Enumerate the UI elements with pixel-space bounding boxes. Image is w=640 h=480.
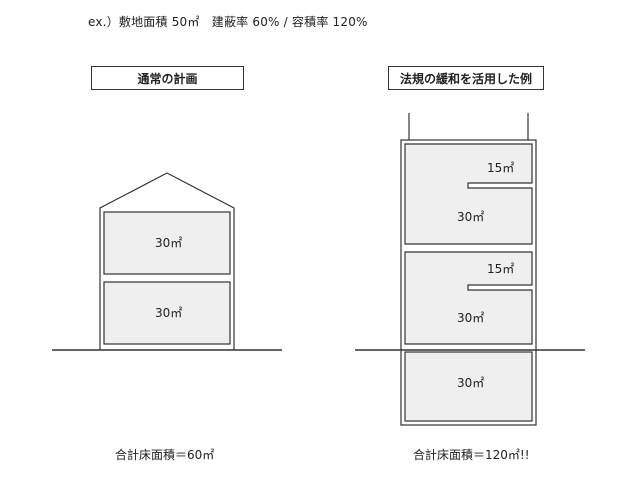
normal-plan-title-text: 通常の計画 — [137, 71, 198, 86]
normal-plan-total: 合計床面積＝60㎡ — [115, 448, 215, 462]
normal-plan-section — [52, 172, 282, 351]
room-lower-left — [103, 281, 231, 345]
relaxed-plan-total: 合計床面積＝120㎡!! — [413, 448, 530, 462]
area-label-lower-left: 30㎡ — [155, 306, 182, 320]
relaxed-plan-title-text: 法規の緩和を活用した例 — [399, 71, 532, 86]
area-label-loft-upper: 15㎡ — [487, 161, 514, 175]
room-floor3-with-loft — [404, 143, 533, 245]
site-conditions-caption: ex.）敷地面積 50㎡ 建蔽率 60% / 容積率 120% — [88, 15, 368, 29]
area-label-floor3: 30㎡ — [457, 210, 484, 224]
building-outline-right — [400, 139, 537, 426]
normal-plan-title: 通常の計画 — [91, 66, 244, 90]
area-label-loft-middle: 15㎡ — [487, 262, 514, 276]
room-basement — [404, 351, 533, 422]
relaxed-plan-title: 法規の緩和を活用した例 — [388, 66, 544, 90]
relaxed-plan-section — [355, 113, 585, 426]
area-label-floor2: 30㎡ — [457, 311, 484, 325]
area-label-upper-left: 30㎡ — [155, 236, 182, 250]
room-floor2-with-loft — [404, 251, 533, 345]
room-upper-left — [103, 211, 231, 275]
area-label-basement: 30㎡ — [457, 376, 484, 390]
gable-roof-outline — [99, 172, 235, 350]
